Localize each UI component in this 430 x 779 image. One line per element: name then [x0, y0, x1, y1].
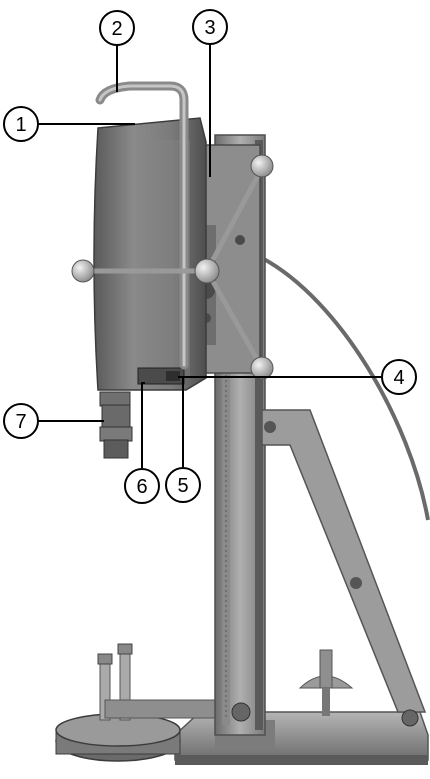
callout-4: 4: [381, 359, 417, 395]
callout-4-label: 4: [393, 367, 404, 389]
callout-6-label: 6: [136, 476, 147, 498]
callout-7-label: 7: [15, 411, 26, 433]
callout-2-label: 2: [111, 18, 122, 40]
callout-7: 7: [3, 403, 39, 439]
callout-leaders: [38, 44, 381, 468]
callout-1-label: 1: [15, 114, 26, 136]
callout-3-label: 3: [204, 17, 215, 39]
callout-3: 3: [192, 9, 228, 45]
handle: [95, 81, 189, 370]
leveling-screw-right: [298, 649, 354, 716]
support-brace: [261, 409, 427, 727]
callout-2: 2: [99, 10, 135, 46]
callout-5: 5: [165, 467, 201, 503]
power-cable: [261, 256, 430, 521]
gearbox: [99, 391, 133, 459]
feed-lever: [71, 154, 274, 380]
motor-housing: [93, 117, 207, 391]
callout-5-label: 5: [177, 475, 188, 497]
callout-6: 6: [124, 468, 160, 504]
callout-1: 1: [3, 106, 39, 142]
leveling-foot-left: [55, 643, 216, 762]
base-plate: [174, 711, 429, 765]
